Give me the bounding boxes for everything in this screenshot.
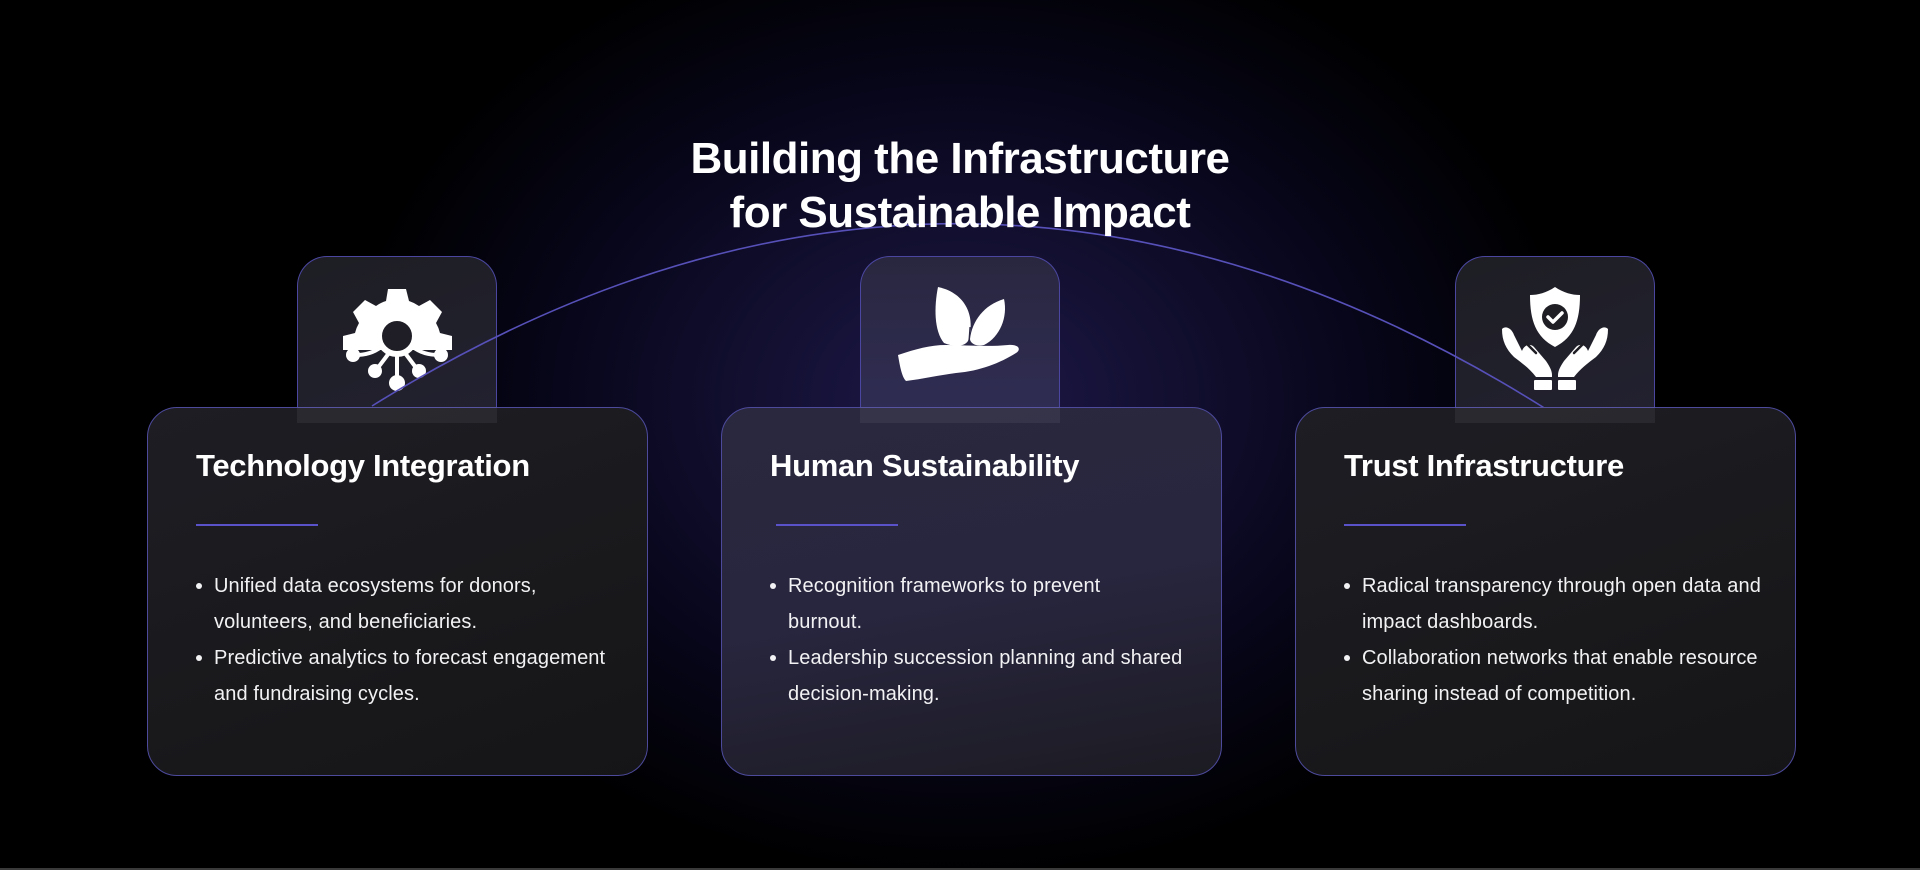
card-tab: [1455, 407, 1655, 423]
bottom-border: [0, 868, 1920, 870]
accent-divider: [196, 524, 318, 526]
bullet-item: Predictive analytics to forecast engagem…: [196, 640, 617, 712]
page-title-line1: Building the Infrastructure: [690, 134, 1230, 183]
bullet-item: Radical transparency through open data a…: [1344, 568, 1765, 640]
card-title: Technology Integration: [196, 448, 530, 483]
bullet-item: Unified data ecosystems for donors, volu…: [196, 568, 617, 640]
bullet-item: Recognition frameworks to prevent burnou…: [770, 568, 1191, 640]
card-human-sustainability: Human Sustainability Recognition framewo…: [721, 407, 1222, 776]
page-title-line2: for Sustainable Impact: [729, 188, 1191, 237]
hand-holding-leaves-icon: [898, 287, 1019, 381]
icon-box-technology: [297, 256, 497, 422]
accent-divider: [776, 524, 898, 526]
gear-network-icon: [343, 289, 452, 391]
bullet-list: Recognition frameworks to prevent burnou…: [770, 568, 1191, 712]
bullet-list: Unified data ecosystems for donors, volu…: [196, 568, 617, 712]
card-technology-integration: Technology Integration Unified data ecos…: [147, 407, 648, 776]
icon-box-trust: [1455, 256, 1655, 422]
hands-shield-check-icon: [1502, 287, 1608, 390]
page-title: Building the Infrastructure for Sustaina…: [0, 132, 1920, 240]
icon-box-human: [860, 256, 1060, 422]
card-title: Human Sustainability: [770, 448, 1080, 483]
accent-divider: [1344, 524, 1466, 526]
card-trust-infrastructure: Trust Infrastructure Radical transparenc…: [1295, 407, 1796, 776]
card-title: Trust Infrastructure: [1344, 448, 1624, 483]
bullet-list: Radical transparency through open data a…: [1344, 568, 1765, 712]
bullet-item: Collaboration networks that enable resou…: [1344, 640, 1765, 712]
card-tab: [860, 407, 1060, 423]
bullet-item: Leadership succession planning and share…: [770, 640, 1191, 712]
card-tab: [297, 407, 497, 423]
